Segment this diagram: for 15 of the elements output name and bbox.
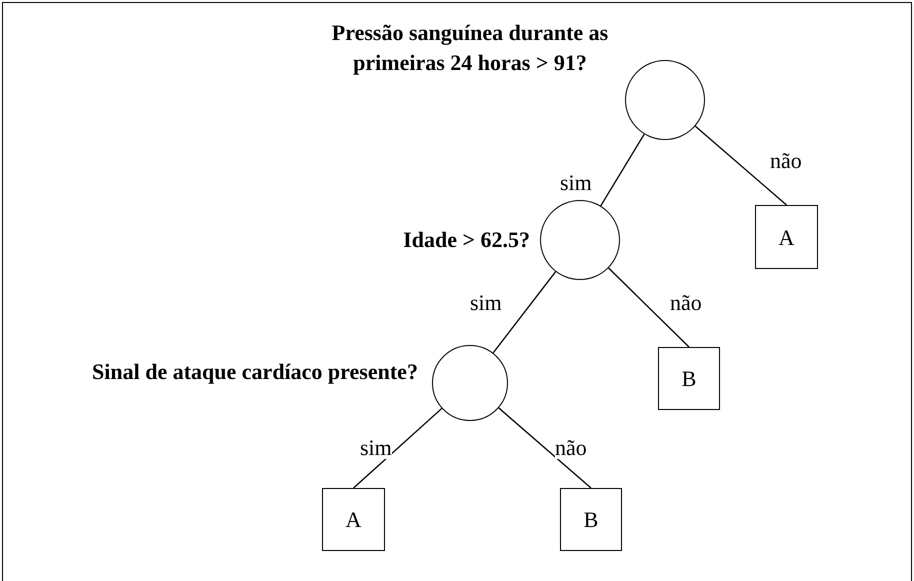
connector-line xyxy=(353,408,442,488)
connector-line xyxy=(492,271,556,354)
connector-line xyxy=(498,407,592,488)
leaf-box: B xyxy=(560,488,622,551)
edge-label: não xyxy=(555,437,587,459)
leaf-box: A xyxy=(322,488,385,551)
question-text: Sinal de ataque cardíaco presente? xyxy=(91,358,419,386)
question-text: Pressão sanguínea durante as primeiras 24 horas > 91? xyxy=(330,19,610,77)
connector-line xyxy=(694,126,787,206)
question-text: Idade > 62.5? xyxy=(402,226,530,254)
connector-line xyxy=(600,134,645,206)
leaf-box: A xyxy=(755,205,818,269)
connector-line xyxy=(608,268,690,348)
leaf-box: B xyxy=(658,347,720,410)
edge-label: sim xyxy=(360,437,392,459)
